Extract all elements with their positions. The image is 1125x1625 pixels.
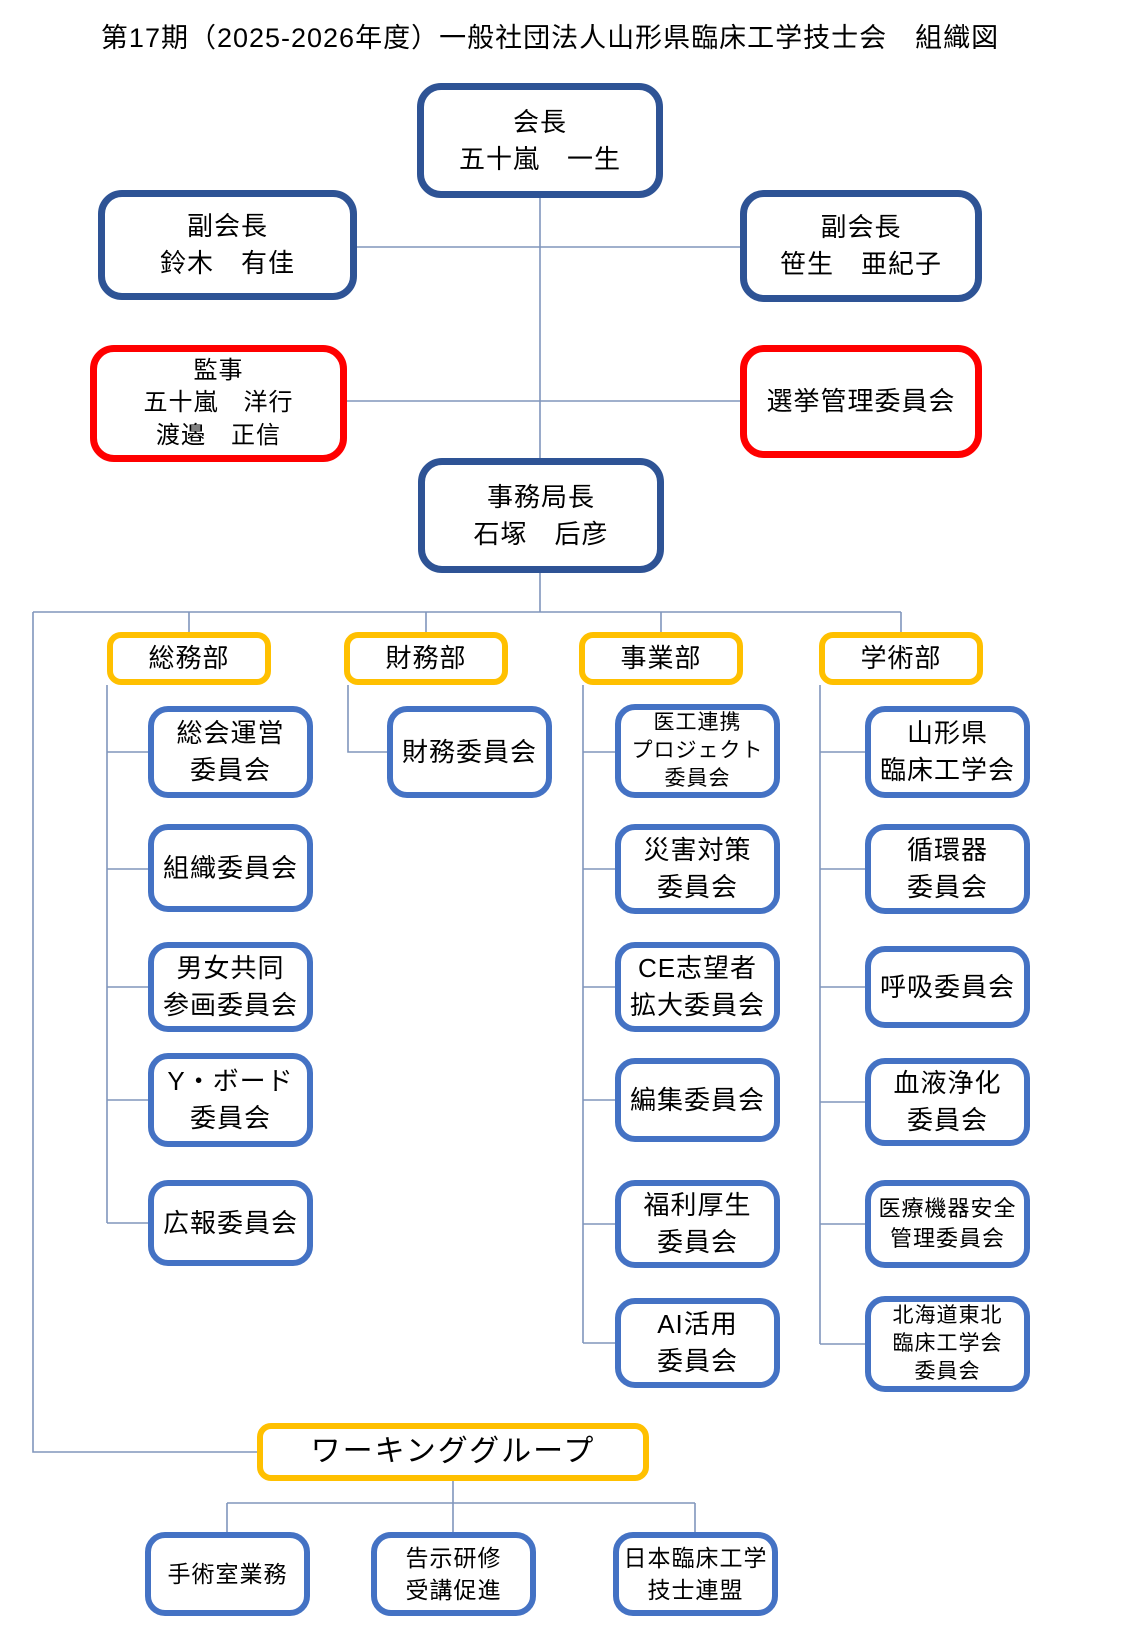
committee-box: 医工連携 プロジェクト 委員会 bbox=[615, 704, 780, 798]
auditors-box: 監事 五十嵐 洋行 渡邉 正信 bbox=[90, 345, 347, 462]
committee-box: 医療機器安全 管理委員会 bbox=[865, 1180, 1030, 1268]
wg-item-label: 受講促進 bbox=[405, 1577, 502, 1603]
wg-item-box: 告示研修 受講促進 bbox=[371, 1532, 536, 1616]
committee-label: 拡大委員会 bbox=[629, 990, 765, 1020]
wg-item-box: 日本臨床工学 技士連盟 bbox=[613, 1532, 778, 1616]
committee-label: 広報委員会 bbox=[162, 1207, 298, 1238]
committee-label: 管理委員会 bbox=[889, 1226, 1005, 1251]
committee-box: 福利厚生 委員会 bbox=[615, 1180, 780, 1268]
committee-label: 組織委員会 bbox=[162, 852, 298, 883]
election-committee-box: 選挙管理委員会 bbox=[740, 345, 982, 458]
vice-president-left-box: 副会長 鈴木 有佳 bbox=[98, 190, 357, 300]
committee-label: AI活用 bbox=[657, 1309, 738, 1340]
committee-label: 医工連携 bbox=[653, 711, 742, 735]
committee-box: 北海道東北 臨床工学会 委員会 bbox=[865, 1296, 1030, 1392]
person-name: 石塚 后彦 bbox=[473, 518, 609, 549]
working-group-label: ワーキンググループ bbox=[310, 1434, 596, 1468]
person-name: 五十嵐 一生 bbox=[458, 143, 621, 174]
committee-label: 臨床工学会 bbox=[879, 755, 1015, 785]
committee-label: 総会運営 bbox=[176, 718, 285, 749]
committee-label: 選挙管理委員会 bbox=[766, 386, 956, 417]
department-label: 総務部 bbox=[148, 643, 230, 674]
department-zaimubu: 財務部 bbox=[344, 632, 508, 685]
department-label: 事業部 bbox=[620, 643, 702, 674]
committee-box: AI活用 委員会 bbox=[615, 1298, 780, 1388]
department-jigyobu: 事業部 bbox=[579, 632, 743, 685]
committee-label: 委員会 bbox=[906, 1105, 988, 1135]
committee-box: 編集委員会 bbox=[615, 1058, 780, 1142]
committee-label: 委員会 bbox=[664, 766, 731, 790]
committee-label: 男女共同 bbox=[176, 953, 285, 984]
department-gakujutsubu: 学術部 bbox=[819, 632, 983, 685]
committee-label: 福利厚生 bbox=[643, 1190, 752, 1221]
committee-label: 医療機器安全 bbox=[878, 1195, 1017, 1221]
committee-label: 委員会 bbox=[656, 1227, 738, 1257]
committee-label: プロジェクト bbox=[631, 739, 764, 763]
role-label: 副会長 bbox=[186, 211, 268, 242]
department-label: 学術部 bbox=[860, 643, 942, 674]
committee-label: 呼吸委員会 bbox=[879, 971, 1015, 1002]
committee-box: 血液浄化 委員会 bbox=[865, 1058, 1030, 1146]
chart-title: 第17期（2025-2026年度）一般社団法人山形県臨床工学技士会 組織図 bbox=[100, 23, 1000, 53]
president-box: 会長 五十嵐 一生 bbox=[417, 83, 663, 198]
committee-box: 組織委員会 bbox=[148, 824, 313, 912]
committee-label: 北海道東北 bbox=[892, 1304, 1003, 1328]
committee-label: 委員会 bbox=[656, 872, 738, 902]
committee-label: CE志望者 bbox=[637, 953, 758, 984]
committee-label: 山形県 bbox=[906, 718, 988, 749]
person-name: 笹生 亜紀子 bbox=[779, 249, 942, 279]
committee-label: 委員会 bbox=[914, 1359, 981, 1383]
committee-box: 男女共同 参画委員会 bbox=[148, 942, 313, 1032]
wg-item-label: 技士連盟 bbox=[647, 1577, 744, 1603]
committee-box: 財務委員会 bbox=[387, 706, 552, 798]
committee-box: 呼吸委員会 bbox=[865, 946, 1030, 1028]
person-name: 五十嵐 洋行 bbox=[143, 389, 294, 417]
committee-label: 参画委員会 bbox=[162, 990, 298, 1020]
department-label: 財務部 bbox=[385, 643, 467, 674]
committee-label: 委員会 bbox=[656, 1346, 738, 1376]
role-label: 会長 bbox=[512, 106, 567, 137]
committee-label: 臨床工学会 bbox=[892, 1332, 1003, 1356]
person-name: 鈴木 有佳 bbox=[159, 248, 295, 278]
committee-box: 広報委員会 bbox=[148, 1180, 313, 1266]
committee-box: 山形県 臨床工学会 bbox=[865, 706, 1030, 798]
committee-box: 循環器 委員会 bbox=[865, 824, 1030, 914]
role-label: 監事 bbox=[193, 356, 244, 384]
wg-item-label: 日本臨床工学 bbox=[623, 1544, 768, 1571]
committee-label: Y・ボード bbox=[167, 1066, 294, 1097]
committee-label: 委員会 bbox=[906, 872, 988, 902]
role-label: 事務局長 bbox=[486, 481, 595, 512]
committee-label: 編集委員会 bbox=[629, 1084, 765, 1115]
vice-president-right-box: 副会長 笹生 亜紀子 bbox=[740, 190, 982, 302]
committee-label: 委員会 bbox=[189, 1103, 271, 1133]
committee-box: 災害対策 委員会 bbox=[615, 824, 780, 914]
committee-label: 循環器 bbox=[906, 835, 988, 866]
committee-box: Y・ボード 委員会 bbox=[148, 1053, 313, 1147]
person-name: 渡邉 正信 bbox=[156, 421, 281, 449]
committee-label: 財務委員会 bbox=[401, 736, 537, 767]
committee-label: 災害対策 bbox=[643, 835, 752, 866]
role-label: 副会長 bbox=[820, 212, 902, 243]
committee-box: 総会運営 委員会 bbox=[148, 706, 313, 798]
committee-label: 血液浄化 bbox=[893, 1068, 1002, 1099]
wg-item-label: 手術室業務 bbox=[167, 1560, 288, 1587]
department-somubu: 総務部 bbox=[107, 632, 271, 685]
wg-item-label: 告示研修 bbox=[405, 1544, 502, 1571]
committee-label: 委員会 bbox=[189, 755, 271, 785]
working-group-box: ワーキンググループ bbox=[257, 1423, 649, 1481]
secretary-general-box: 事務局長 石塚 后彦 bbox=[418, 458, 664, 573]
committee-box: CE志望者 拡大委員会 bbox=[615, 942, 780, 1032]
wg-item-box: 手術室業務 bbox=[145, 1532, 310, 1616]
